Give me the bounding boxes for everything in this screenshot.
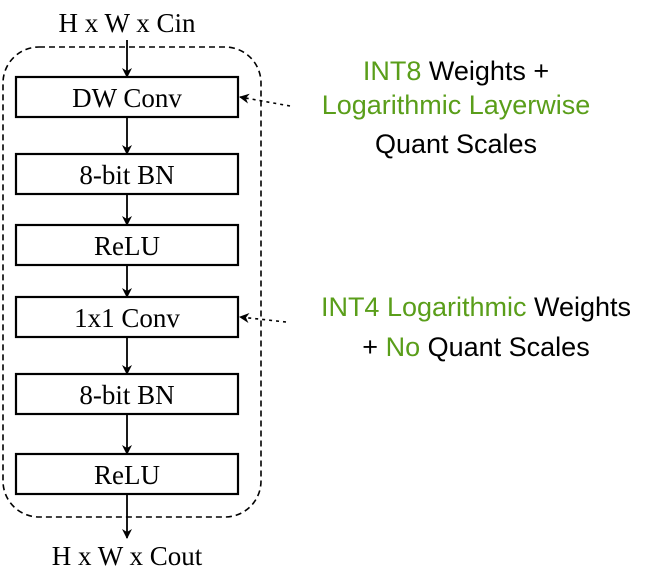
note-pw-line2: + No Quant Scales <box>362 332 589 362</box>
block-dw-conv-box <box>14 75 240 119</box>
note-text-run: INT4 Logarithmic <box>321 292 527 322</box>
block-relu-1-box <box>14 223 240 267</box>
block-bn-1-box <box>14 152 240 196</box>
note-text-run: Logarithmic Layerwise <box>322 90 591 120</box>
note-text-run: Weights <box>527 292 632 322</box>
block-relu-2-label: ReLU <box>94 460 160 490</box>
note-text-run: Weights + <box>421 56 549 86</box>
block-bn-1: 8-bit BN <box>14 152 240 196</box>
note-text-run: + <box>362 332 385 362</box>
note-pw-line1: INT4 Logarithmic Weights <box>321 292 631 322</box>
block-relu-2-box <box>14 452 240 496</box>
block-bn-1-label: 8-bit BN <box>79 160 174 190</box>
block-bn-2-label: 8-bit BN <box>79 380 174 410</box>
note-pw-pointer-arrow <box>239 313 287 323</box>
note-text-run: No <box>386 332 421 362</box>
block-pw-conv-label: 1x1 Conv <box>74 303 180 333</box>
block-pw-conv: 1x1 Conv <box>14 295 240 339</box>
block-relu-2: ReLU <box>14 452 240 496</box>
input-shape-label: H x W x Cin <box>58 8 196 38</box>
block-pw-conv-box <box>14 295 240 339</box>
block-dw-conv-label: DW Conv <box>72 83 182 113</box>
note-text-run: Quant Scales <box>375 129 537 159</box>
block-relu-1: ReLU <box>14 223 240 267</box>
note-dw-line1: INT8 Weights + <box>363 56 549 86</box>
note-dw-line3: Quant Scales <box>375 129 537 159</box>
block-bn-2: 8-bit BN <box>14 372 240 416</box>
note-dw-line2: Logarithmic Layerwise <box>322 90 591 120</box>
note-dw-pointer-arrow <box>239 93 291 107</box>
output-shape-label: H x W x Cout <box>52 541 203 571</box>
module-container <box>2 46 262 518</box>
block-dw-conv: DW Conv <box>14 75 240 119</box>
note-text-run: Quant Scales <box>420 332 590 362</box>
block-relu-1-label: ReLU <box>94 231 160 261</box>
note-text-run: INT8 <box>363 56 422 86</box>
block-bn-2-box <box>14 372 240 416</box>
